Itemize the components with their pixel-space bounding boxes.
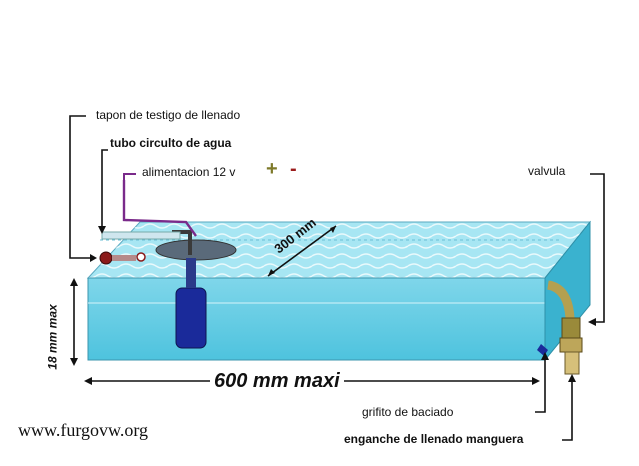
label-grifito: grifito de baciado (362, 405, 454, 419)
dim-18-arrow-bottom (70, 358, 78, 366)
website-watermark: www.furgovw.org (18, 420, 148, 440)
valve-hose (546, 280, 575, 319)
leader-grifito-arrowhead (541, 352, 549, 360)
leader-valvula (590, 173, 605, 323)
leader-valvula-arrowhead (588, 318, 596, 326)
hose-coupling (564, 351, 580, 375)
valve-nut (559, 337, 583, 353)
dim-18-arrow-top (70, 278, 78, 286)
label-600mm: 600 mm maxi (210, 370, 344, 393)
tank-top-ripples (88, 222, 590, 278)
leader-enganche-arrowhead (568, 374, 576, 382)
pump-sump-disk (155, 239, 237, 261)
tank-side-face (544, 220, 591, 362)
fill-indicator-fitting (136, 252, 146, 262)
label-18mm: 18 mm max (45, 304, 60, 370)
dim-600-arrow-left (84, 377, 92, 385)
label-plus: + (266, 158, 278, 180)
label-minus: - (290, 158, 297, 180)
leader-grifito (535, 358, 546, 413)
label-tapon: tapon de testigo de llenado (96, 108, 241, 122)
leader-tapon-arrowhead (90, 254, 97, 262)
dim-300-arrow (267, 225, 337, 277)
dim-300-arrowhead-top (330, 226, 336, 233)
submersible-pump (175, 287, 207, 349)
fill-indicator-stem (112, 255, 136, 261)
dim-600-arrow-right (532, 377, 540, 385)
dim-300-arrowhead-bottom (268, 269, 275, 276)
leader-alimentacion (123, 173, 136, 180)
pump-neck (186, 258, 196, 288)
leader-tubo (101, 149, 108, 228)
label-valvula: valvula (528, 164, 566, 178)
label-alimentacion: alimentacion 12 v (142, 165, 236, 179)
label-tubo: tubo circulto de agua (110, 136, 232, 150)
leader-enganche (562, 378, 573, 441)
fill-indicator-cap (99, 251, 113, 265)
tank-front-face (87, 277, 546, 361)
power-wire (122, 180, 197, 237)
water-circuit-tube (101, 231, 181, 240)
leader-tapon (69, 115, 92, 259)
label-enganche: enganche de llenado manguera (344, 432, 524, 446)
leader-tubo-arrowhead (98, 226, 106, 234)
